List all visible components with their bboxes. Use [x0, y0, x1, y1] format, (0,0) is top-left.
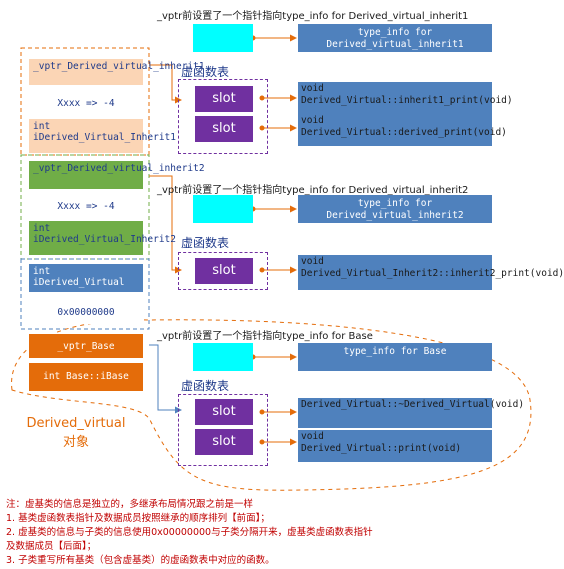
- vtable3-slot-1: slot: [194, 398, 254, 426]
- member-inherit2-label: int iDerived_Virtual_Inherit2: [33, 223, 176, 245]
- vptr-inherit2-cell: _vptr_Derived_virtual_inherit2: [28, 160, 205, 190]
- typeinfo-box-1: type_info for Derived_virtual_inherit1: [298, 24, 492, 52]
- member-derived-cell: int iDerived_Virtual: [28, 263, 144, 293]
- function-box-3: void Derived_Virtual_Inherit2::inherit2_…: [298, 255, 564, 290]
- vtable2-slot-1: slot: [194, 257, 254, 285]
- vtable-label-2: 虚函数表: [181, 236, 230, 250]
- object-label-text: Derived_virtual对象: [26, 416, 126, 450]
- typeinfo-box-3: type_info for Base: [298, 343, 492, 371]
- object-label: Derived_virtual对象: [22, 416, 130, 450]
- separator-zero-cell: 0x00000000: [28, 300, 144, 324]
- typeinfo-box-2: type_info for Derived_virtual_inherit2: [298, 195, 492, 223]
- function-box-1: void Derived_Virtual::inherit1_print(voi…: [298, 82, 513, 115]
- base-member-cell: int Base::iBase: [28, 362, 144, 392]
- vtable1-slot-2: slot: [194, 115, 254, 143]
- vtable-1: [178, 79, 268, 154]
- vtable3-slot-2: slot: [194, 428, 254, 456]
- inherit1-group-outline: [20, 47, 150, 156]
- member-inherit2-cell: int iDerived_Virtual_Inherit2: [28, 220, 176, 256]
- caption-3: _vptr前设置了一个指针指向type_info for Base: [157, 331, 373, 342]
- function-box-2: void Derived_Virtual::derived_print(void…: [298, 114, 507, 146]
- typeinfo-pointer-2: [193, 195, 253, 223]
- note-4: 3. 子类重写所有基类（包含虚基类）的虚函数表中对应的函数。: [6, 555, 275, 566]
- member-inherit1-cell: int iDerived_Virtual_Inherit1: [28, 118, 176, 154]
- vptr1-arrow: [149, 64, 182, 104]
- vtable-3: [178, 394, 268, 466]
- typeinfo-pointer-1: [193, 24, 253, 52]
- caption-2: _vptr前设置了一个指针指向type_info for Derived_vir…: [157, 185, 469, 196]
- separator-zero-label: 0x00000000: [57, 307, 115, 318]
- vptr2-arrow: [149, 175, 182, 274]
- vtable-label-1: 虚函数表: [181, 65, 230, 79]
- vptr-inherit2-label: _vptr_Derived_virtual_inherit2: [33, 163, 205, 174]
- member-derived-label: int iDerived_Virtual: [33, 266, 125, 288]
- vtable1-slot-1: slot: [194, 85, 254, 113]
- note-2: 2. 虚基类的信息与子类的信息使用0x00000000与子类分隔开来，虚基类虚函…: [6, 527, 373, 538]
- offset2-cell: Xxxx => -4: [28, 194, 144, 218]
- offset2-label: Xxxx => -4: [57, 201, 115, 212]
- vptr-base-label: _vptr_Base: [57, 341, 115, 352]
- function-box-5: void Derived_Virtual::print(void): [298, 430, 492, 462]
- offset1-cell: Xxxx => -4: [28, 90, 144, 116]
- vptr-inherit1-label: _vptr_Derived_virtual_inherit1: [33, 61, 205, 72]
- vtable-2: [178, 252, 268, 290]
- function-box-4: Derived_Virtual::~Derived_Virtual(void): [298, 398, 524, 428]
- offset1-label: Xxxx => -4: [57, 98, 115, 109]
- caption-1: _vptr前设置了一个指针指向type_info for Derived_vir…: [157, 11, 469, 22]
- vptr-inherit1-cell: _vptr_Derived_virtual_inherit1: [28, 58, 205, 86]
- vtable-label-3: 虚函数表: [181, 379, 230, 393]
- vptr-base-cell: _vptr_Base: [28, 333, 144, 359]
- base-member-label: int Base::iBase: [43, 371, 129, 382]
- note-1: 1. 基类虚函数表指针及数据成员按照继承的顺序排列【前面】；: [6, 513, 270, 524]
- typeinfo-pointer-3: [193, 343, 253, 371]
- note-0: 注：虚基类的信息是独立的，多继承布局情况跟之前是一样: [6, 499, 254, 510]
- derived-group-outline: [20, 258, 150, 330]
- vptr-base-arrow: [149, 344, 182, 414]
- member-inherit1-label: int iDerived_Virtual_Inherit1: [33, 121, 176, 143]
- note-3: 及数据成员【后面】；: [6, 541, 97, 552]
